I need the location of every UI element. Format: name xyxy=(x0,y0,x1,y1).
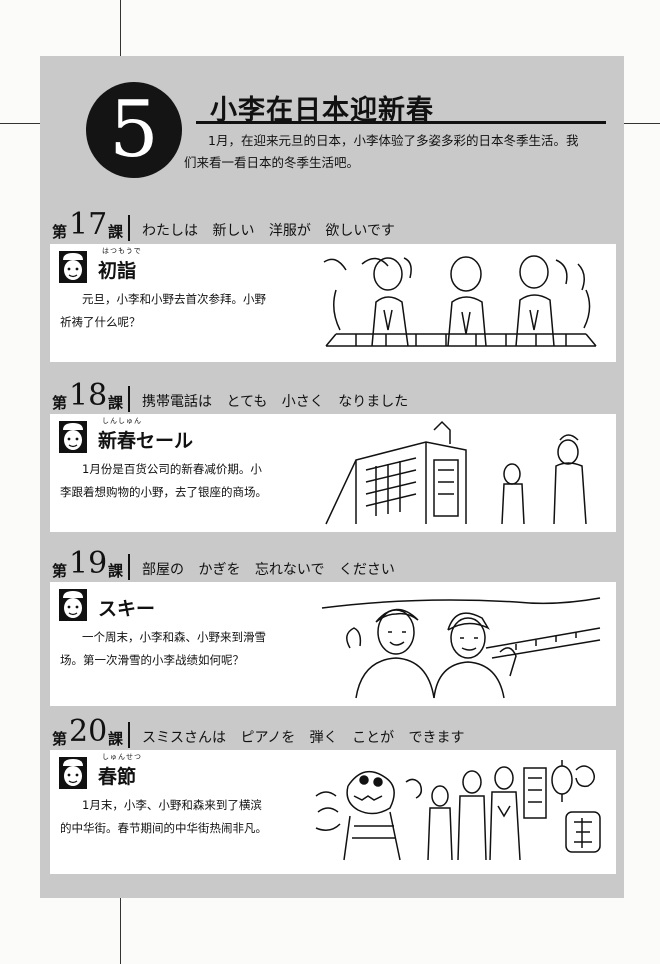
lesson-20-heading: 第 20 課 スミスさんは ピアノを 弾く ことが できます xyxy=(52,714,612,750)
department-store-illustration xyxy=(325,420,587,525)
lesson-19-card: スキー 一个周末，小李和森、小野来到滑雪场。第一次滑雪的小李战绩如何呢？ xyxy=(50,582,616,706)
topic-ruby: はつもうで xyxy=(102,247,142,255)
lesson-prefix: 第 xyxy=(52,730,68,748)
lesson-number: 20 xyxy=(69,714,108,749)
unit-intro: 1月，在迎来元旦的日本，小李体验了多姿多彩的日本冬季生活。我们来看一看日本的冬季… xyxy=(184,133,579,170)
lesson-number: 17 xyxy=(69,207,108,242)
lesson-20-card: しゅんせつ 春節 1月末，小李、小野和森来到了横滨的中华街。春节期间的中华街热闹… xyxy=(50,750,616,874)
chef-face-icon xyxy=(59,757,87,789)
topic-ruby: しゅんせつ xyxy=(102,753,142,761)
lesson-number: 19 xyxy=(69,546,108,581)
unit-title: 小李在日本迎新春 xyxy=(210,95,434,126)
lesson-19-heading: 第 19 課 部屋の かぎを 忘れないで ください xyxy=(52,546,612,582)
chef-face-icon xyxy=(59,589,87,621)
title-underline xyxy=(196,121,606,124)
lesson-description: 1月份是百货公司的新春减价期。小李跟着想购物的小野，去了银座的商场。 xyxy=(60,462,267,499)
heading-divider xyxy=(128,386,130,412)
lesson-17-heading: 第 17 課 わたしは 新しい 洋服が 欲しいです xyxy=(52,207,612,243)
lesson-prefix: 第 xyxy=(52,394,68,412)
shrine-prayer-illustration xyxy=(323,255,597,347)
lesson-description: 一个周末，小李和森、小野来到滑雪场。第一次滑雪的小李战绩如何呢？ xyxy=(60,630,266,667)
lesson-topic: スキー xyxy=(98,598,156,620)
lesson-suffix: 課 xyxy=(108,730,124,748)
lesson-description: 1月末，小李、小野和森来到了横滨的中华街。春节期间的中华街热闹非凡。 xyxy=(60,798,267,835)
topic-ruby: しんしゅん xyxy=(102,417,142,425)
heading-divider xyxy=(128,722,130,748)
lesson-topic: 春節 xyxy=(98,766,137,788)
lesson-topic: 新春セール xyxy=(98,430,194,452)
lesson-18-card: しんしゅん 新春セール 1月份是百货公司的新春减价期。小李跟着想购物的小野，去了… xyxy=(50,414,616,532)
chinatown-festival-illustration xyxy=(315,760,601,861)
lesson-prefix: 第 xyxy=(52,562,68,580)
unit-number-badge: 5 xyxy=(86,82,182,178)
lesson-phrase: スミスさんは ピアノを 弾く ことが できます xyxy=(142,730,465,746)
lesson-suffix: 課 xyxy=(108,223,124,241)
lesson-phrase: わたしは 新しい 洋服が 欲しいです xyxy=(142,223,395,239)
lesson-suffix: 課 xyxy=(108,562,124,580)
lesson-suffix: 課 xyxy=(108,394,124,412)
heading-divider xyxy=(128,554,130,580)
lesson-17-card: はつもうで 初詣 元旦，小李和小野去首次参拜。小野祈祷了什么呢？ xyxy=(50,244,616,362)
lesson-description: 元旦，小李和小野去首次参拜。小野祈祷了什么呢？ xyxy=(60,292,266,329)
lesson-topic: 初詣 xyxy=(98,260,137,282)
lesson-prefix: 第 xyxy=(52,223,68,241)
ski-trip-illustration xyxy=(321,597,601,699)
chef-face-icon xyxy=(59,251,87,283)
lesson-number: 18 xyxy=(69,378,108,413)
chef-face-icon xyxy=(59,421,87,453)
lesson-phrase: 部屋の かぎを 忘れないで ください xyxy=(142,562,395,578)
lesson-18-heading: 第 18 課 携帯電話は とても 小さく なりました xyxy=(52,378,612,414)
lesson-phrase: 携帯電話は とても 小さく なりました xyxy=(142,394,409,410)
heading-divider xyxy=(128,215,130,241)
